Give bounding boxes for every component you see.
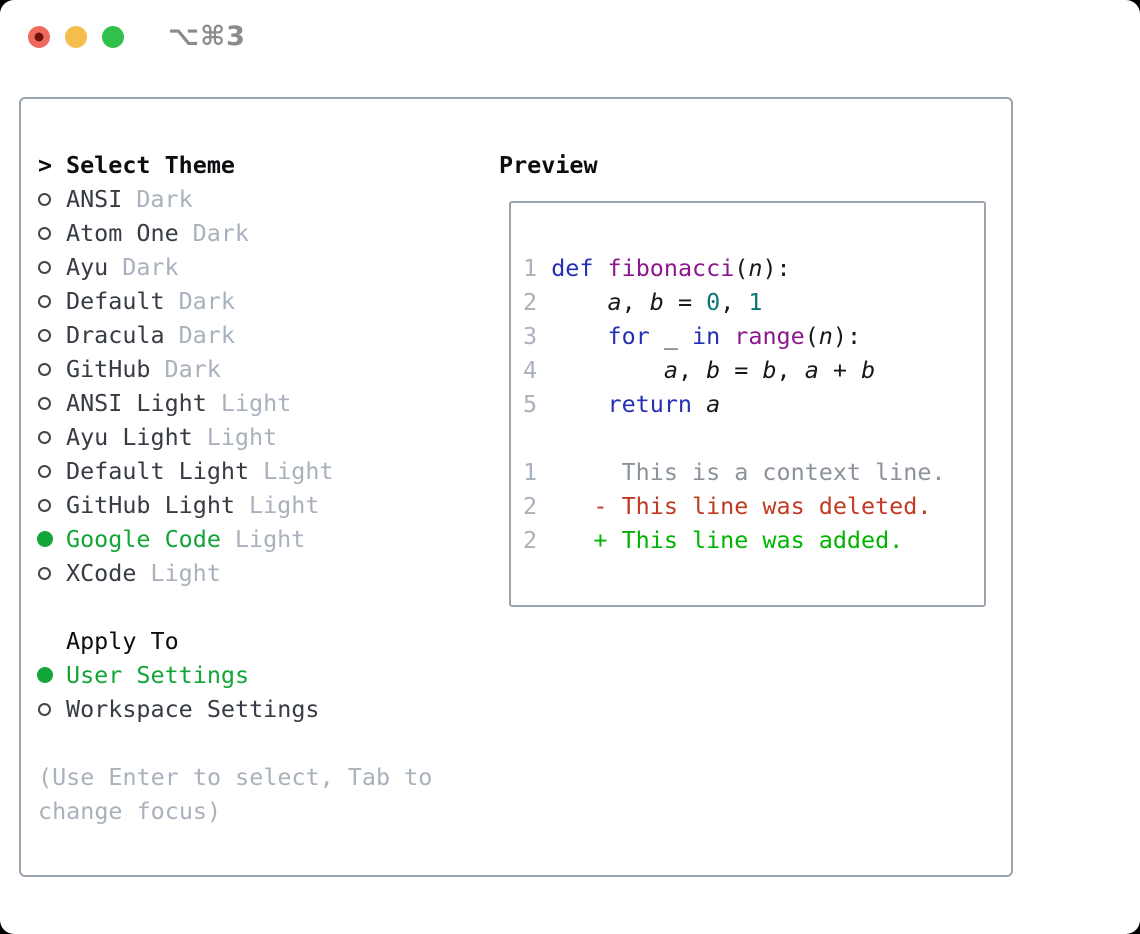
preview-code-line: 1 def fibonacci(n):: [523, 254, 791, 282]
line-number: 1: [523, 254, 538, 282]
preview-code: 1 def fibonacci(n): 2 a, b = 0, 1 3 for _ …: [523, 251, 984, 557]
theme-option-atom-one[interactable]: Atom One Dark: [38, 216, 432, 250]
zoom-button[interactable]: [102, 26, 124, 48]
theme-name: Default: [66, 287, 165, 315]
close-button[interactable]: [28, 26, 50, 48]
preview-header: Preview: [499, 151, 598, 179]
apply-to-label: Apply To: [66, 627, 179, 655]
theme-option-default[interactable]: Default Dark: [38, 284, 432, 318]
theme-variant: Light: [249, 491, 320, 519]
preview-code-line: 5 return a: [523, 390, 721, 418]
line-number: 1: [523, 458, 538, 486]
radio-icon: [38, 566, 66, 580]
theme-option-google-code[interactable]: Google Code Light: [37, 522, 432, 556]
theme-name: Default Light: [66, 457, 250, 485]
line-number: 2: [523, 526, 538, 554]
hint-line: (Use Enter to select, Tab to: [38, 763, 433, 791]
theme-option-github[interactable]: GitHub Dark: [38, 352, 432, 386]
theme-option-ayu[interactable]: Ayu Dark: [38, 250, 432, 284]
theme-name: GitHub Light: [66, 491, 235, 519]
window-title: ⌥⌘3: [168, 21, 246, 52]
select-theme-header: > Select Theme: [38, 148, 432, 182]
theme-option-github-light[interactable]: GitHub Light Light: [38, 488, 432, 522]
line-number: 2: [523, 288, 538, 316]
theme-name: Ayu: [66, 253, 109, 281]
theme-option-ayu-light[interactable]: Ayu Light Light: [38, 420, 432, 454]
line-number: 4: [523, 356, 538, 384]
theme-variant: Dark: [192, 219, 250, 247]
preview-code-line: [523, 421, 984, 455]
preview-code-line: 3 for _ in range(n):: [523, 322, 862, 350]
radio-icon: [38, 192, 66, 206]
apply-option-workspace-settings[interactable]: Workspace Settings: [38, 692, 432, 726]
radio-selected-icon: [37, 667, 66, 683]
theme-name: Google Code: [66, 525, 221, 553]
hint-text: (Use Enter to select, Tab to change focus…: [38, 760, 432, 828]
spacer: [38, 590, 432, 624]
cursor-icon: >: [38, 151, 53, 179]
radio-icon: [38, 260, 66, 274]
theme-variant: Light: [220, 389, 292, 417]
theme-name: GitHub: [66, 355, 151, 383]
radio-icon: [38, 362, 66, 376]
radio-icon: [38, 226, 66, 240]
hint-line: change focus): [38, 797, 222, 825]
line-number: 5: [523, 390, 538, 418]
preview-box: 1 def fibonacci(n): 2 a, b = 0, 1 3 for _ …: [509, 201, 986, 607]
preview-code-line: 2 - This line was deleted.: [523, 492, 932, 520]
radio-icon: [38, 702, 66, 716]
apply-option-label: Workspace Settings: [66, 695, 320, 723]
preview-code-line: 2 a, b = 0, 1: [523, 288, 763, 316]
radio-icon: [38, 464, 66, 478]
radio-selected-icon: [37, 531, 66, 547]
theme-name: Ayu Light: [66, 423, 193, 451]
theme-option-ansi[interactable]: ANSI Dark: [38, 182, 432, 216]
theme-name: ANSI: [66, 185, 123, 213]
theme-variant: Light: [234, 525, 306, 553]
theme-option-ansi-light[interactable]: ANSI Light Light: [38, 386, 432, 420]
spacer: [38, 726, 432, 760]
theme-option-xcode[interactable]: XCode Light: [38, 556, 432, 590]
theme-name: Dracula: [66, 321, 165, 349]
theme-variant: Dark: [178, 321, 235, 349]
traffic-lights: [28, 26, 124, 48]
line-number: 3: [523, 322, 538, 350]
select-theme-label: Select Theme: [66, 151, 235, 179]
theme-variant: Dark: [164, 355, 221, 383]
theme-variant: Dark: [178, 287, 235, 315]
line-number: 2: [523, 492, 538, 520]
radio-icon: [38, 430, 66, 444]
minimize-button[interactable]: [65, 26, 87, 48]
theme-name: XCode: [66, 559, 137, 587]
theme-variant: Light: [263, 457, 334, 485]
theme-option-default-light[interactable]: Default Light Light: [38, 454, 432, 488]
radio-icon: [38, 498, 66, 512]
theme-name: ANSI Light: [66, 389, 207, 417]
preview-code-line: 1 This is a context line.: [523, 458, 946, 486]
theme-name: Atom One: [66, 219, 179, 247]
preview-code-line: 4 a, b = b, a + b: [523, 356, 876, 384]
apply-option-label: User Settings: [66, 661, 250, 689]
theme-variant: Dark: [136, 185, 193, 213]
theme-variant: Light: [150, 559, 221, 587]
theme-option-dracula[interactable]: Dracula Dark: [38, 318, 432, 352]
apply-to-header: Apply To: [38, 624, 432, 658]
radio-icon: [38, 294, 66, 308]
theme-variant: Dark: [122, 253, 179, 281]
preview-code-line: 2 + This line was added.: [523, 526, 904, 554]
radio-icon: [38, 396, 66, 410]
theme-variant: Light: [206, 423, 278, 451]
apply-option-user-settings[interactable]: User Settings: [37, 658, 432, 692]
radio-icon: [38, 328, 66, 342]
